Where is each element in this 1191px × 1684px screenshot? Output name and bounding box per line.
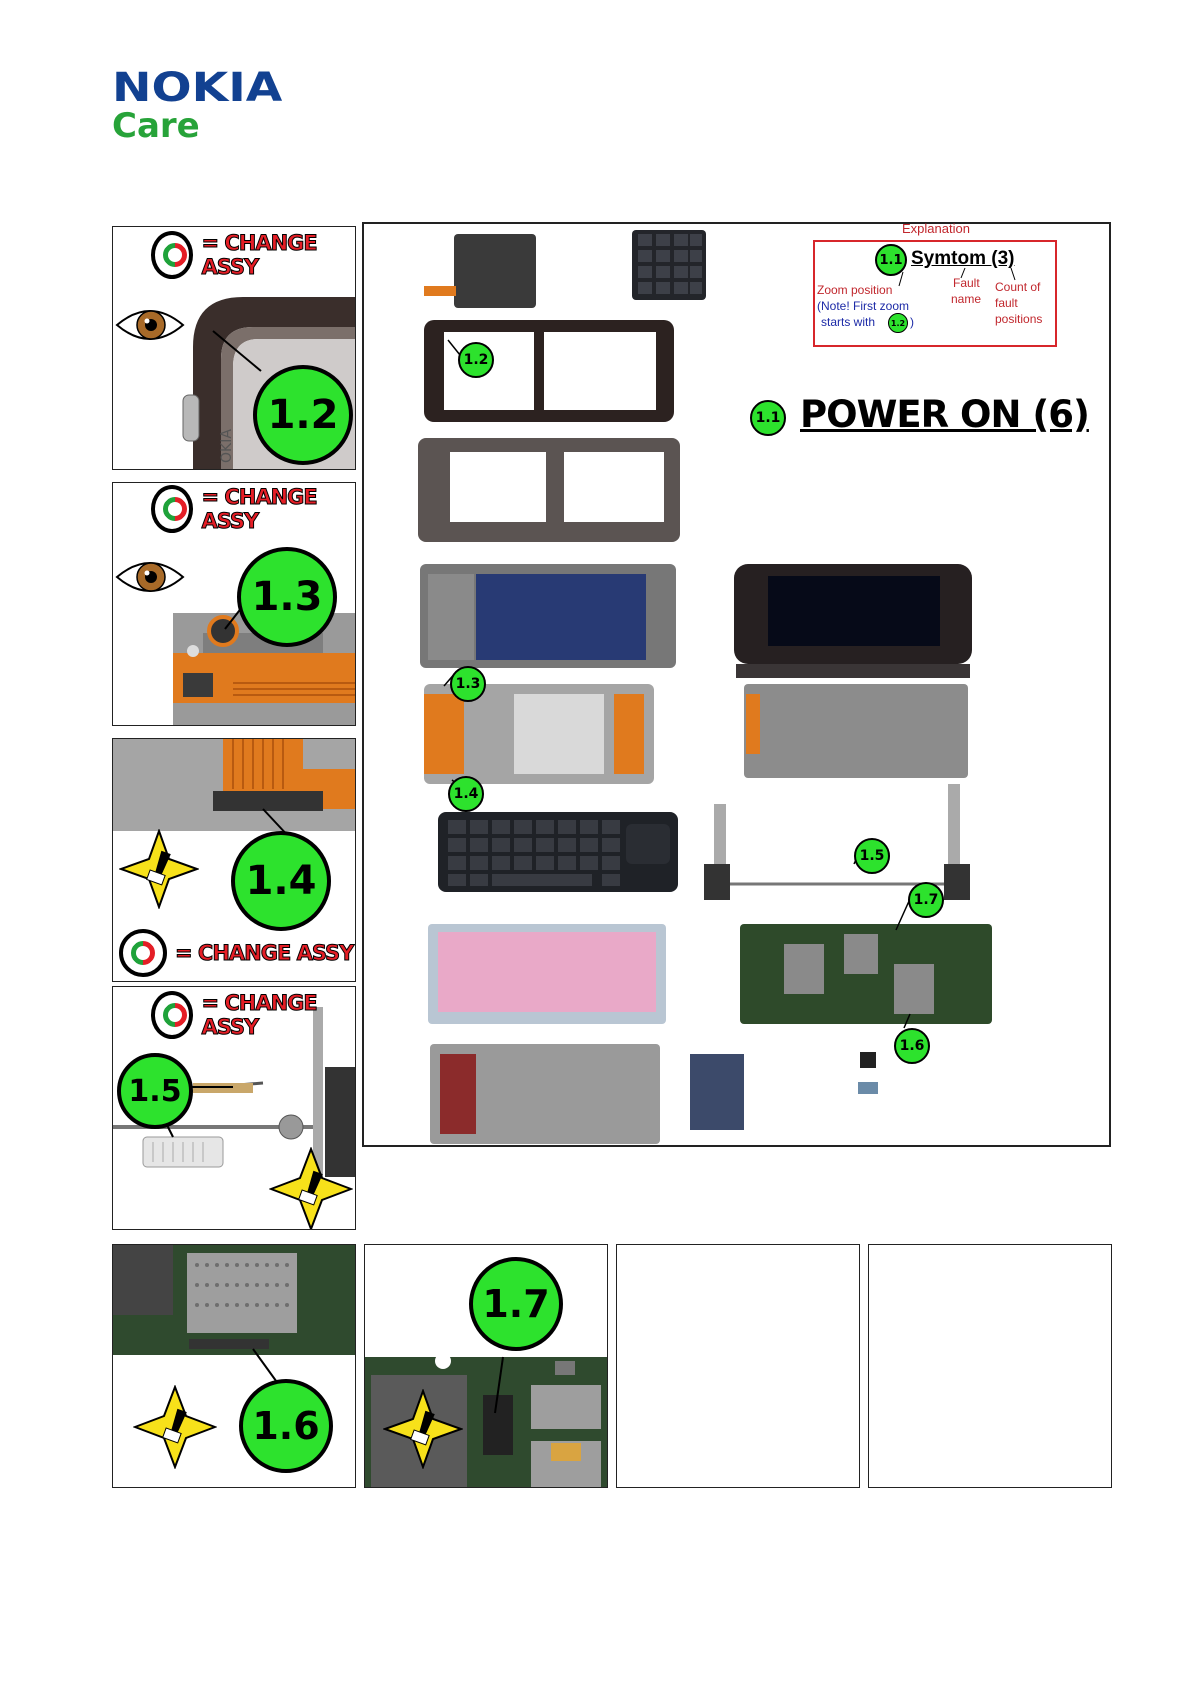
zoom-position-label: Zoom position xyxy=(817,283,892,298)
marker-1-6-large: 1.6 xyxy=(239,1379,333,1473)
change-assy-icon xyxy=(119,929,167,977)
marker-1-7: 1.7 xyxy=(908,882,944,918)
marker-1-1-example: 1.1 xyxy=(875,244,907,276)
change-assy-icon xyxy=(151,231,193,279)
symptom-title: POWER ON (6) xyxy=(800,393,1089,436)
marker-1-4: 1.4 xyxy=(448,776,484,812)
eye-icon xyxy=(115,303,185,347)
care-logo: Care xyxy=(112,106,200,146)
change-assy-legend: = CHANGE ASSY xyxy=(151,991,355,1039)
marker-1-7-large: 1.7 xyxy=(469,1257,563,1351)
change-assy-legend: = CHANGE ASSY xyxy=(119,929,353,977)
marker-1-6: 1.6 xyxy=(894,1028,930,1064)
change-assy-label: = CHANGE ASSY xyxy=(201,485,355,533)
marker-1-2-large: 1.2 xyxy=(253,365,353,465)
count-label-2: fault xyxy=(995,296,1018,311)
marker-1-5: 1.5 xyxy=(854,838,890,874)
marker-1-2: 1.2 xyxy=(458,342,494,378)
count-label-1: Count of xyxy=(995,280,1040,295)
change-assy-label: = CHANGE ASSY xyxy=(175,941,353,965)
marker-1-3: 1.3 xyxy=(450,666,486,702)
marker-1-5-large: 1.5 xyxy=(117,1053,193,1129)
zoom-panel-1-5: = CHANGE ASSY 1.5 xyxy=(112,986,356,1230)
marker-1-2-example: 1.2 xyxy=(888,313,908,333)
exploded-view-panel: 1.2 1.3 1.4 1.5 1.7 1.6 1.1 xyxy=(362,222,1111,1147)
nokia-logo: NOKIA xyxy=(112,66,282,110)
change-assy-label: = CHANGE ASSY xyxy=(201,231,355,279)
zoom-panel-1-2: OKIA = CHANGE ASSY 1.2 xyxy=(112,226,356,470)
empty-panel-2 xyxy=(868,1244,1112,1488)
zoom-panel-1-7: 1.7 xyxy=(364,1244,608,1488)
eye-icon xyxy=(115,555,185,599)
symptom-label: Symtom (3) xyxy=(911,248,1014,270)
note-line-1: (Note! First zoom xyxy=(817,299,909,314)
marker-1-4-large: 1.4 xyxy=(231,831,331,931)
explanation-box: 1.1 Symtom (3) Fault name Count of fault… xyxy=(813,240,1057,347)
note-line-2: starts with xyxy=(821,315,875,330)
change-assy-icon xyxy=(151,485,193,533)
marker-1-3-large: 1.3 xyxy=(237,547,337,647)
change-assy-legend: = CHANGE ASSY xyxy=(151,231,355,279)
marker-1-1: 1.1 xyxy=(750,400,786,436)
fault-name-label-2: name xyxy=(951,292,981,307)
svg-text:OKIA: OKIA xyxy=(219,429,235,463)
zoom-panel-1-6: 1.6 xyxy=(112,1244,356,1488)
note-close: ) xyxy=(910,315,914,330)
explanation-caption: Explanation xyxy=(902,221,970,236)
empty-panel-1 xyxy=(616,1244,860,1488)
change-assy-legend: = CHANGE ASSY xyxy=(151,485,355,533)
change-assy-icon xyxy=(151,991,193,1039)
change-assy-label: = CHANGE ASSY xyxy=(201,991,355,1039)
count-label-3: positions xyxy=(995,312,1042,327)
zoom-panel-1-3: = CHANGE ASSY 1.3 xyxy=(112,482,356,726)
fault-name-label-1: Fault xyxy=(953,276,980,291)
zoom-panel-1-4: 1.4 = CHANGE ASSY xyxy=(112,738,356,982)
